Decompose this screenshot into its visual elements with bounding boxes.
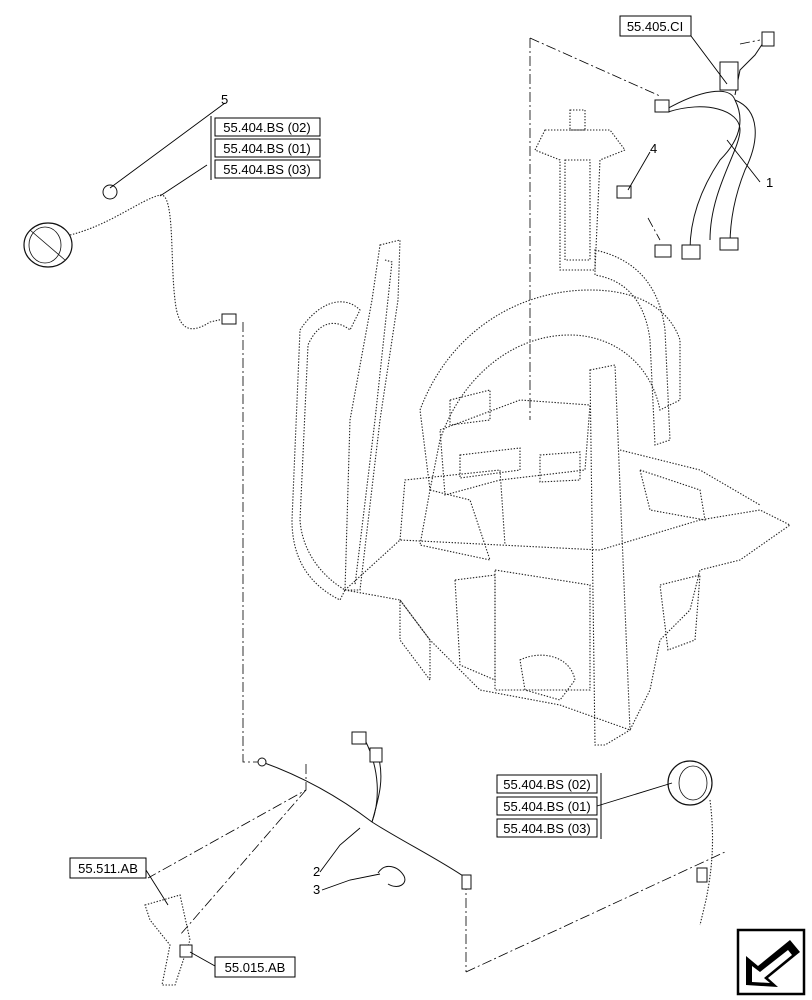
ref-label: 55.404.BS (03) — [503, 821, 590, 836]
routing-lines — [147, 37, 761, 973]
ref-box-left-2[interactable] — [214, 138, 321, 158]
bottom-bracket — [144, 894, 193, 986]
ref-box-55-511-ab[interactable]: 55.511.AB — [69, 857, 147, 879]
leader-lines — [109, 35, 761, 967]
ref-label: 55.404.BS (02) — [223, 120, 310, 135]
ref-box-left-3[interactable] — [214, 159, 321, 179]
harness-2 — [257, 731, 472, 890]
ref-group-left: 55.404.BS (02) 55.404.BS (01) 55.404.BS … — [210, 116, 321, 180]
ref-label: 55.405.CI — [627, 19, 683, 34]
cable-tie-3 — [377, 865, 406, 887]
ref-group-right: 55.404.BS (02) 55.404.BS (01) 55.404.BS … — [496, 773, 602, 839]
ref-label: 55.404.BS (01) — [503, 799, 590, 814]
ref-label: 55.511.AB — [78, 861, 138, 876]
ref-box-right-2[interactable] — [496, 796, 598, 816]
ref-box-right-3[interactable] — [496, 818, 598, 838]
ref-box-55-015-ab[interactable]: 55.015.AB — [214, 956, 296, 978]
item-number-3: 3 — [313, 882, 320, 897]
item-number-5: 5 — [221, 92, 228, 107]
ref-label: 55.015.AB — [225, 960, 286, 975]
ref-box-left-1[interactable] — [214, 117, 321, 137]
item-number-2: 2 — [313, 864, 320, 879]
right-lamp-assembly — [667, 760, 714, 926]
left-lamp-assembly — [23, 184, 237, 330]
harness-1 — [616, 31, 775, 260]
ref-label: 55.404.BS (01) — [223, 141, 310, 156]
item-number-4: 4 — [650, 141, 657, 156]
ref-box-right-1[interactable] — [496, 774, 598, 794]
item-number-1: 1 — [766, 175, 773, 190]
ref-box-55-405-ci[interactable]: 55.405.CI — [619, 15, 692, 37]
cab-frame — [291, 109, 792, 746]
ref-label: 55.404.BS (03) — [223, 162, 310, 177]
arrow-left-icon[interactable] — [736, 928, 806, 996]
ref-label: 55.404.BS (02) — [503, 777, 590, 792]
